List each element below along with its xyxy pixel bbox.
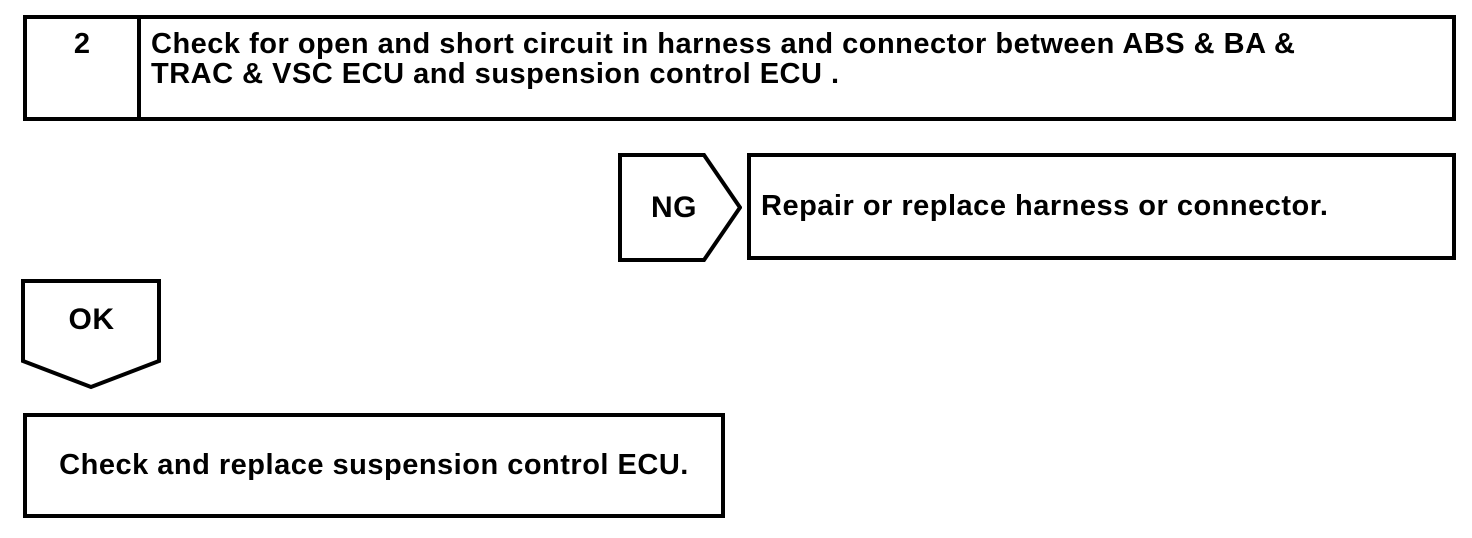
ok-action-box: Check and replace suspension control ECU… (23, 413, 725, 518)
step-box: 2 Check for open and short circuit in ha… (23, 15, 1456, 121)
ng-right-arrow-icon (618, 153, 742, 262)
step-instruction: Check for open and short circuit in harn… (141, 19, 1452, 117)
ng-action-text: Repair or replace harness or connector. (761, 190, 1329, 222)
ng-action-box: Repair or replace harness or connector. (747, 153, 1456, 260)
ok-action-text: Check and replace suspension control ECU… (59, 449, 689, 481)
ng-right-arrow-pentagon-shape (618, 153, 742, 262)
ok-down-arrow-icon (21, 279, 161, 390)
step-instruction-line-1: Check for open and short circuit in harn… (151, 28, 1296, 60)
step-instruction-line-2: TRAC & VSC ECU and suspension control EC… (151, 58, 840, 90)
step-number: 2 (27, 19, 141, 117)
ng-connector-label: NG (651, 190, 697, 224)
ok-down-arrow-pentagon-shape (21, 279, 161, 390)
ok-connector-label: OK (68, 303, 115, 336)
